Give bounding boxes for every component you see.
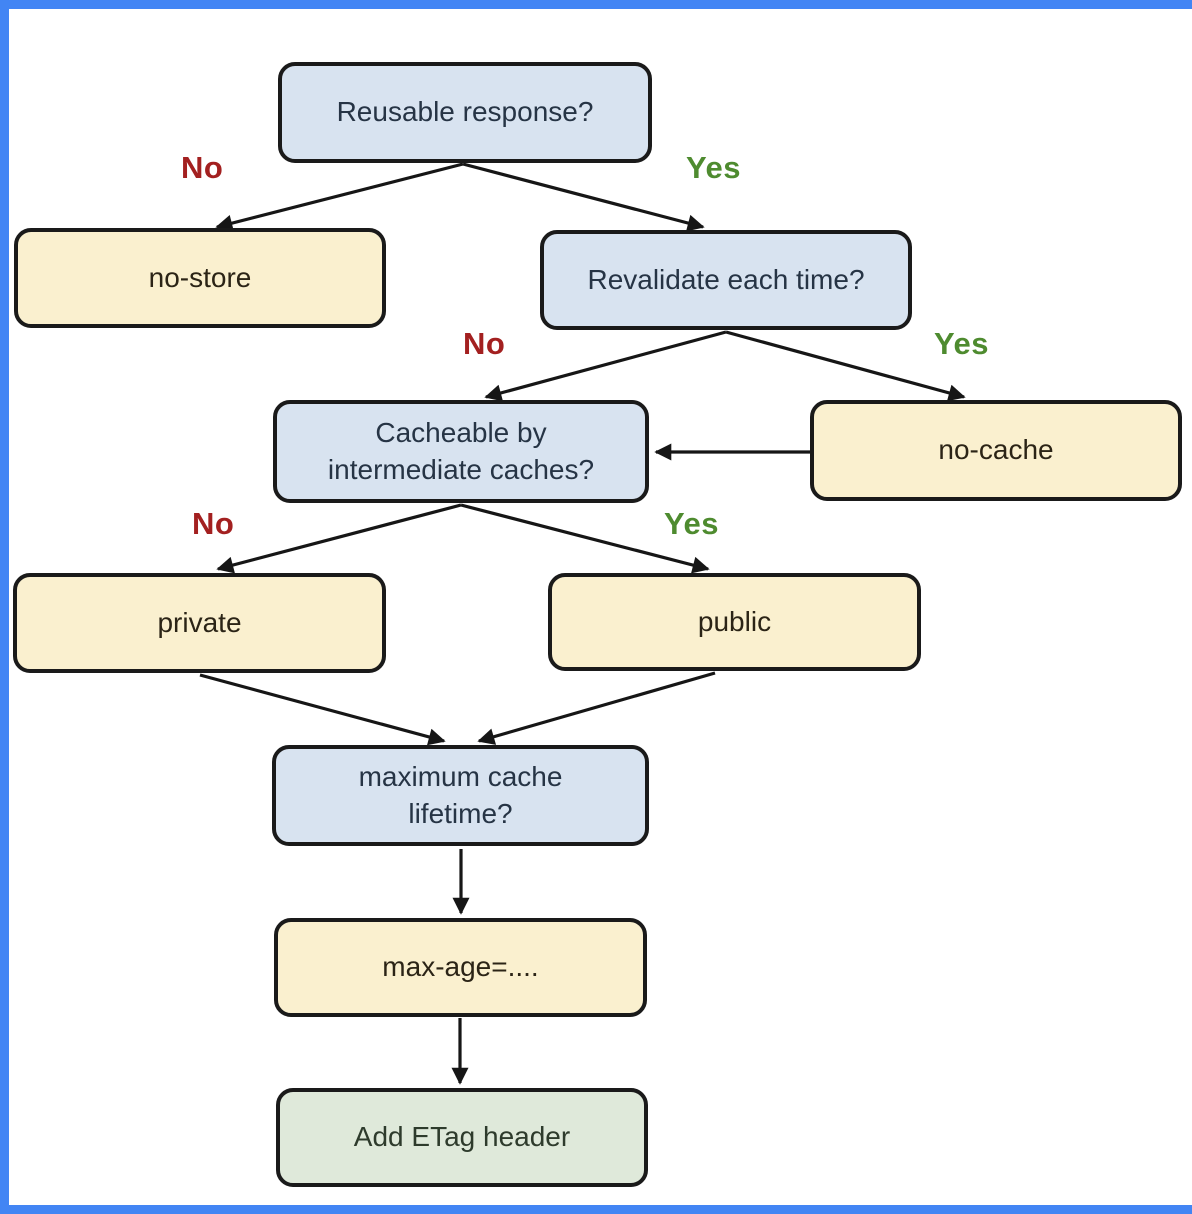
node-no-cache-label: no-cache: [938, 434, 1054, 466]
node-max-age: max-age=....: [274, 918, 647, 1017]
node-cacheable-by-intermediate: Cacheable by intermediate caches?: [273, 400, 649, 503]
node-maximum-cache-lifetime: maximum cache lifetime?: [272, 745, 649, 846]
node-private-label: private: [157, 606, 242, 638]
node-no-store-label: no-store: [148, 261, 252, 293]
edge-reusable-to-revalidate: [462, 162, 705, 232]
edge-cacheable-to-public: [460, 503, 710, 574]
edge-revalidate-to-no-cache: [725, 330, 966, 402]
edge-label-reusable-yes: Yes: [686, 150, 741, 185]
node-add-etag-header-label: Add ETag header: [353, 1121, 571, 1153]
edge-label-cacheable-no: No: [192, 506, 235, 541]
edge-private-to-max-lifetime: [199, 673, 446, 746]
edge-public-to-max-lifetime: [477, 671, 716, 745]
node-reusable-response: Reusable response?: [278, 62, 652, 163]
node-cacheable-by-intermediate-label: Cacheable by intermediate caches?: [327, 417, 595, 485]
node-maximum-cache-lifetime-label: maximum cache lifetime?: [358, 761, 563, 829]
node-revalidate-each-time: Revalidate each time?: [540, 230, 912, 330]
edge-label-cacheable-yes: Yes: [664, 506, 719, 541]
edge-label-revalidate-yes: Yes: [934, 326, 989, 361]
node-no-cache: no-cache: [810, 400, 1182, 501]
edge-label-revalidate-no: No: [463, 326, 506, 361]
node-reusable-response-label: Reusable response?: [336, 96, 594, 128]
edge-reusable-to-no-store: [215, 162, 464, 232]
node-public-label: public: [697, 605, 772, 637]
node-revalidate-each-time-label: Revalidate each time?: [587, 263, 865, 295]
node-max-age-label: max-age=....: [382, 951, 539, 983]
edge-label-reusable-no: No: [181, 150, 224, 185]
edge-cacheable-to-private: [216, 503, 462, 574]
node-add-etag-header: Add ETag header: [276, 1088, 648, 1187]
edge-revalidate-to-cacheable: [484, 330, 727, 402]
node-no-store: no-store: [14, 228, 386, 328]
node-public: public: [548, 573, 921, 671]
node-private: private: [13, 573, 386, 673]
